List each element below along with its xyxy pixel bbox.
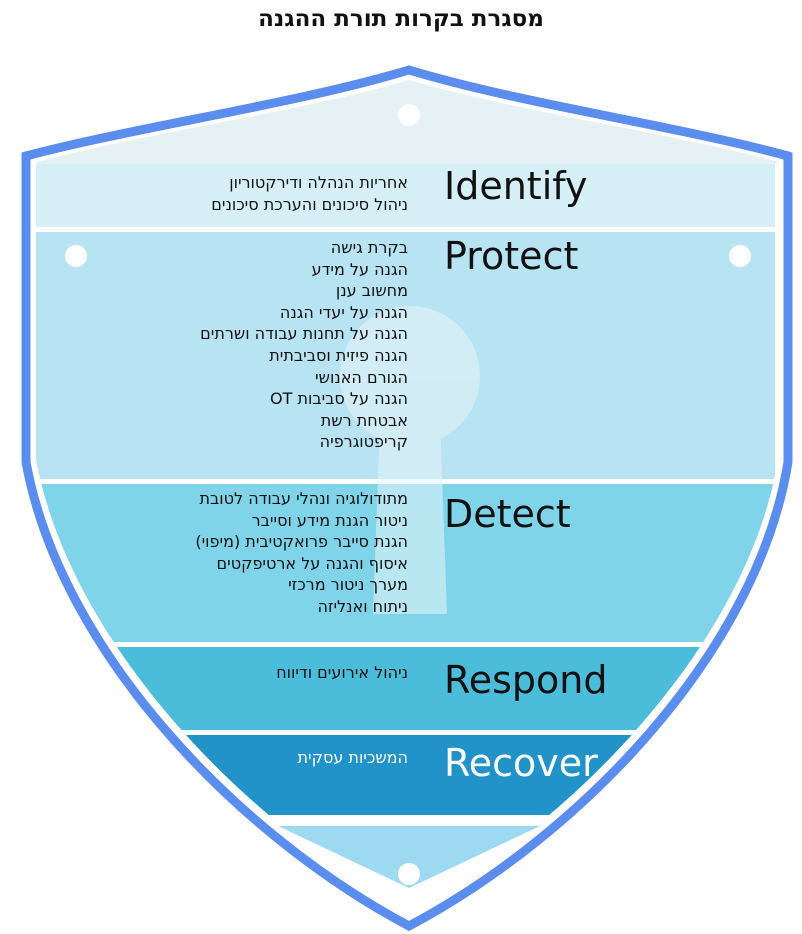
keyhole-icon (340, 306, 480, 614)
list-item: קריפטוגרפיה (319, 432, 408, 452)
band-items-respond: ניהול אירועים ודיווח (276, 662, 408, 684)
list-item: הגורם האנושי (315, 367, 408, 387)
list-item: הגנה על תחנות עבודה ושרתים (200, 324, 408, 344)
list-item: מחשוב ענן (335, 281, 408, 301)
list-item: בקרת גישה (330, 238, 408, 257)
list-item: מערך ניטור מרכזי (288, 575, 408, 595)
list-item: הגנת סייבר פרואקטיבית (מיפוי) (195, 532, 408, 552)
list-item: איסוף והגנה על ארטיפקטים (216, 553, 408, 573)
rivet-top (398, 104, 420, 126)
band-name-protect: Protect (444, 234, 579, 278)
rivet-right (729, 245, 751, 267)
band-name-detect: Detect (444, 492, 571, 536)
list-item: ניהול סיכונים והערכת סיכונים (211, 194, 408, 214)
list-item: הגנה פיזית וסביבתית (269, 345, 408, 365)
band-items-protect: בקרת גישה הגנה על מידע מחשוב ענן הגנה על… (200, 237, 408, 453)
list-item: המשכיות עסקית (297, 748, 409, 767)
list-item: הגנה על סביבות OT (270, 389, 408, 409)
list-item: מתודולוגיה ונהלי עבודה לטובת (199, 489, 408, 508)
list-item: אבטחת רשת (320, 410, 408, 430)
shield-bottom-triangle (278, 826, 540, 888)
list-item: אחריות הנהלה ודירקטוריון (229, 173, 408, 192)
rivet-left (65, 245, 87, 267)
list-item: ניתוח ואנליזה (317, 596, 408, 616)
list-item: ניטור הגנת מידע וסייבר (251, 510, 408, 530)
band-items-identify: אחריות הנהלה ודירקטוריון ניהול סיכונים ו… (211, 172, 408, 215)
list-item: הגנה על מידע (311, 259, 408, 279)
band-items-detect: מתודולוגיה ונהלי עבודה לטובת ניטור הגנת … (195, 488, 408, 618)
rivet-bottom (398, 863, 420, 885)
list-item: הגנה על יעדי הגנה (279, 302, 408, 322)
band-identify (36, 164, 775, 227)
band-name-respond: Respond (444, 658, 608, 702)
band-items-recover: המשכיות עסקית (298, 747, 409, 769)
list-item: ניהול אירועים ודיווח (276, 663, 408, 682)
band-name-recover: Recover (444, 741, 598, 785)
band-name-identify: Identify (444, 164, 588, 208)
diagram-title: מסגרת בקרות תורת ההגנה (258, 6, 544, 32)
